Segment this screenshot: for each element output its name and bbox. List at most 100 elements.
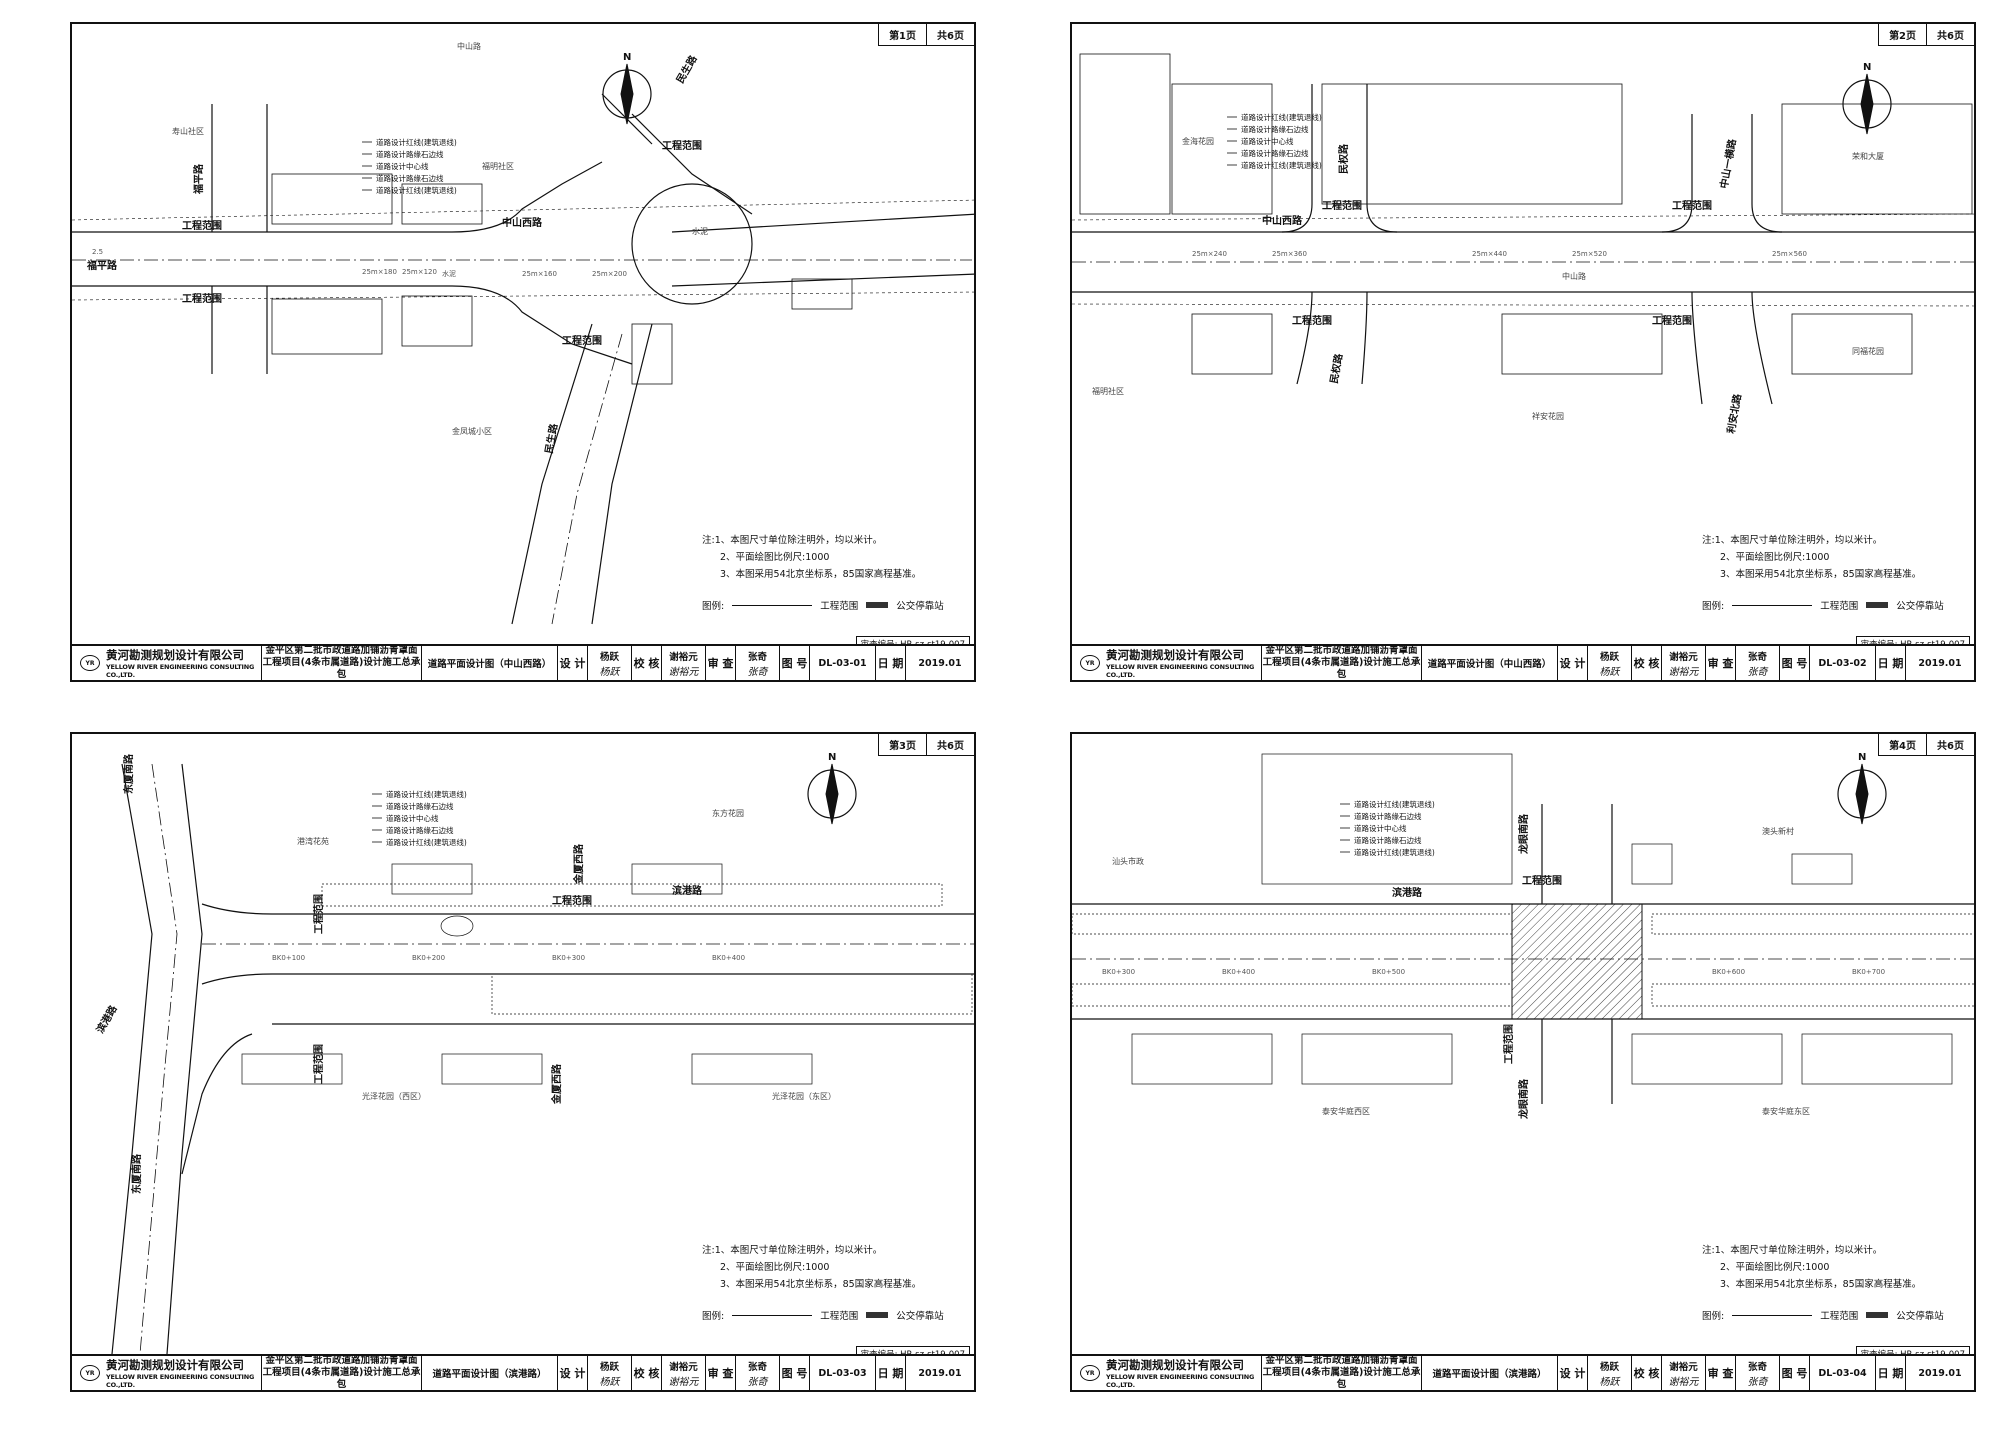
page-indicator: 第4页共6页 <box>1878 734 1974 756</box>
place-label: 荣和大厦 <box>1852 151 1884 161</box>
page-indicator: 第1页共6页 <box>878 24 974 46</box>
svg-text:N: N <box>1863 62 1871 73</box>
drawing-name: 道路平面设计图（中山西路） <box>1422 646 1558 680</box>
drawing-name: 道路平面设计图（滨港路） <box>422 1356 558 1390</box>
company-logo-icon: YR <box>1080 655 1100 671</box>
line-type-2: 道路设计路缘石边线 <box>376 149 444 159</box>
svg-text:BK0+300: BK0+300 <box>1102 968 1135 976</box>
scope-label: 工程范围 <box>182 292 222 305</box>
scope-label: 工程范围 <box>1292 314 1332 327</box>
cross-road-label: 福平路 <box>86 259 118 272</box>
place-label: 金凤城小区 <box>452 426 492 436</box>
line-type-5: 道路设计红线(建筑退线) <box>386 837 467 847</box>
legend: 图例:工程范围公交停靠站 <box>1702 1311 1944 1322</box>
place-label: 寿山社区 <box>172 126 204 136</box>
scope-label: 工程范围 <box>562 334 602 347</box>
line-type-4: 道路设计路缘石边线 <box>376 173 444 183</box>
line-type-2: 道路设计路缘石边线 <box>1354 811 1422 821</box>
page-indicator: 第2页共6页 <box>1878 24 1974 46</box>
line-type-1: 道路设计红线(建筑退线) <box>1241 112 1322 122</box>
place-label: 泰安华庭东区 <box>1762 1106 1810 1116</box>
company-logo-icon: YR <box>1080 1365 1100 1381</box>
svg-text:N: N <box>623 52 631 63</box>
svg-text:BK0+400: BK0+400 <box>712 954 745 962</box>
svg-text:25m×240: 25m×240 <box>1192 250 1227 258</box>
road-label: 中山西路 <box>502 216 543 229</box>
drawing-number: DL-03-04 <box>1810 1356 1876 1390</box>
scope-label: 工程范围 <box>1652 314 1692 327</box>
line-type-4: 道路设计路缘石边线 <box>1354 835 1422 845</box>
place-label: 同福花园 <box>1852 346 1884 356</box>
drawing-name: 道路平面设计图（滨港路） <box>1422 1356 1558 1390</box>
svg-text:BK0+200: BK0+200 <box>412 954 445 962</box>
cross-road-label: 金厦西路 <box>572 843 585 885</box>
cross-road-label: 民生路 <box>542 422 560 455</box>
svg-text:BK0+500: BK0+500 <box>1372 968 1405 976</box>
cross-road-label: 民权路 <box>1327 352 1345 385</box>
line-type-5: 道路设计红线(建筑退线) <box>1241 160 1322 170</box>
cross-road-label: 龙眼南路 <box>1517 1078 1530 1120</box>
cross-road-label: 东厦南路 <box>122 753 135 794</box>
scope-label: 工程范围 <box>1502 1024 1515 1064</box>
svg-text:BK0+400: BK0+400 <box>1222 968 1255 976</box>
cross-road-label: 中山一横路 <box>1717 137 1739 189</box>
line-type-1: 道路设计红线(建筑退线) <box>376 137 457 147</box>
cross-road-label: 利安北路 <box>1724 392 1744 435</box>
cross-road-label: 龙眼南路 <box>1517 813 1530 855</box>
place-label: 港湾花苑 <box>297 836 329 846</box>
drawing-number: DL-03-02 <box>1810 646 1876 680</box>
svg-text:25m×180: 25m×180 <box>362 268 397 276</box>
line-type-4: 道路设计路缘石边线 <box>386 825 454 835</box>
drawing-number: DL-03-03 <box>810 1356 876 1390</box>
place-label: 福明社区 <box>482 161 514 171</box>
cross-road-label: 福平路 <box>192 163 205 195</box>
line-type-5: 道路设计红线(建筑退线) <box>376 185 457 195</box>
place-label: 泰安华庭西区 <box>1322 1106 1370 1116</box>
svg-text:25m×440: 25m×440 <box>1472 250 1507 258</box>
line-type-3: 道路设计中心线 <box>1354 823 1407 833</box>
scope-label: 工程范围 <box>182 219 222 232</box>
company-logo-icon: YR <box>80 1365 100 1381</box>
scope-label: 工程范围 <box>662 139 702 152</box>
place-label: 福明社区 <box>1092 386 1124 396</box>
road-label: 滨港路 <box>1392 886 1423 899</box>
line-type-2: 道路设计路缘石边线 <box>1241 124 1309 134</box>
legend: 图例:工程范围公交停靠站 <box>1702 601 1944 612</box>
drawing-name: 道路平面设计图（中山西路） <box>422 646 558 680</box>
svg-text:N: N <box>1858 752 1866 763</box>
place-label: 中山路 <box>457 41 481 51</box>
page-indicator: 第3页共6页 <box>878 734 974 756</box>
cross-road-label: 东厦南路 <box>130 1153 143 1194</box>
svg-text:25m×520: 25m×520 <box>1572 250 1607 258</box>
svg-text:BK0+300: BK0+300 <box>552 954 585 962</box>
place-label: 澳头新村 <box>1762 826 1794 836</box>
svg-text:N: N <box>828 752 836 763</box>
scope-label: 工程范围 <box>312 894 325 934</box>
svg-text:BK0+600: BK0+600 <box>1712 968 1745 976</box>
cross-road-label: 民权路 <box>1337 143 1350 174</box>
scope-label: 工程范围 <box>312 1044 325 1084</box>
svg-text:2.5: 2.5 <box>92 248 103 256</box>
cross-road-label: 金厦西路 <box>550 1063 563 1105</box>
line-type-3: 道路设计中心线 <box>1241 136 1294 146</box>
line-type-4: 道路设计路缘石边线 <box>1241 148 1309 158</box>
line-type-3: 道路设计中心线 <box>376 161 429 171</box>
place-label: 汕头市政 <box>1112 856 1144 866</box>
line-type-1: 道路设计红线(建筑退线) <box>386 789 467 799</box>
scope-label: 工程范围 <box>1322 199 1362 212</box>
cross-road-label: 民生路 <box>673 52 700 85</box>
road-label: 滨港路 <box>672 884 703 897</box>
svg-text:水泥: 水泥 <box>442 269 456 278</box>
